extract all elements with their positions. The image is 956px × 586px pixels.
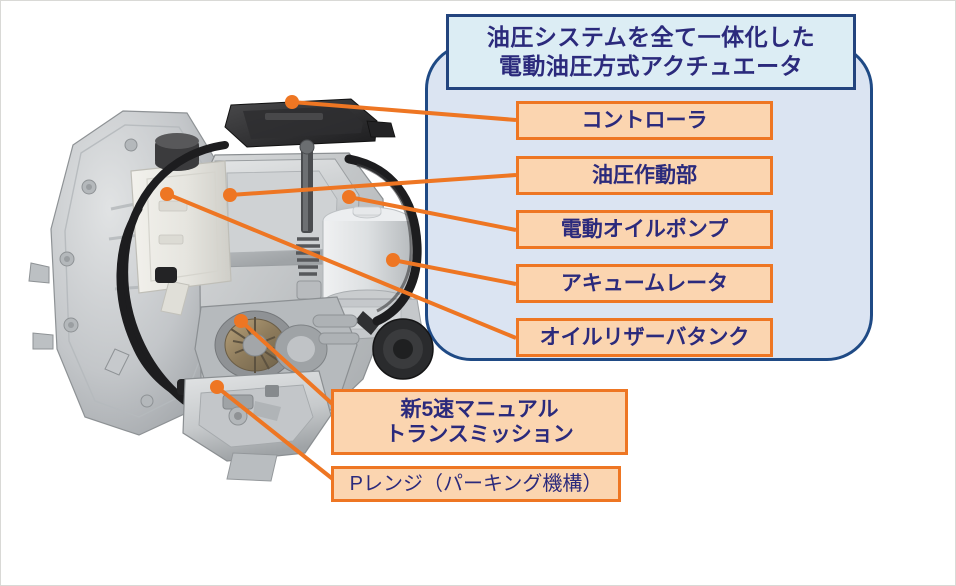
label-electric-pump-text: 電動オイルポンプ bbox=[560, 217, 729, 241]
label-accumulator[interactable]: アキュームレータ bbox=[516, 264, 773, 303]
label-oil-reservoir[interactable]: オイルリザーバタンク bbox=[516, 318, 773, 357]
actuator-group-panel bbox=[425, 43, 873, 361]
label-transmission-line-1: 新5速マニュアル bbox=[400, 397, 559, 421]
label-p-range[interactable]: Pレンジ（パーキング機構） bbox=[331, 466, 621, 502]
label-accumulator-text: アキュームレータ bbox=[560, 271, 729, 295]
header-line-1: 油圧システムを全て一体化した bbox=[486, 23, 816, 50]
label-transmission-line-2: トランスミッション bbox=[385, 423, 574, 446]
label-electric-pump[interactable]: 電動オイルポンプ bbox=[516, 210, 773, 249]
label-hydraulic-unit-text: 油圧作動部 bbox=[592, 163, 697, 187]
header-callout-box: 油圧システムを全て一体化した 電動油圧方式アクチュエータ bbox=[446, 14, 856, 90]
label-hydraulic-unit[interactable]: 油圧作動部 bbox=[516, 156, 773, 195]
label-controller[interactable]: コントローラ bbox=[516, 101, 773, 140]
label-transmission[interactable]: 新5速マニュアル トランスミッション bbox=[331, 389, 628, 455]
header-line-2: 電動油圧方式アクチュエータ bbox=[498, 53, 804, 79]
label-oil-reservoir-text: オイルリザーバタンク bbox=[539, 325, 750, 349]
label-p-range-text: Pレンジ（パーキング機構） bbox=[349, 473, 603, 495]
label-controller-text: コントローラ bbox=[581, 108, 708, 132]
